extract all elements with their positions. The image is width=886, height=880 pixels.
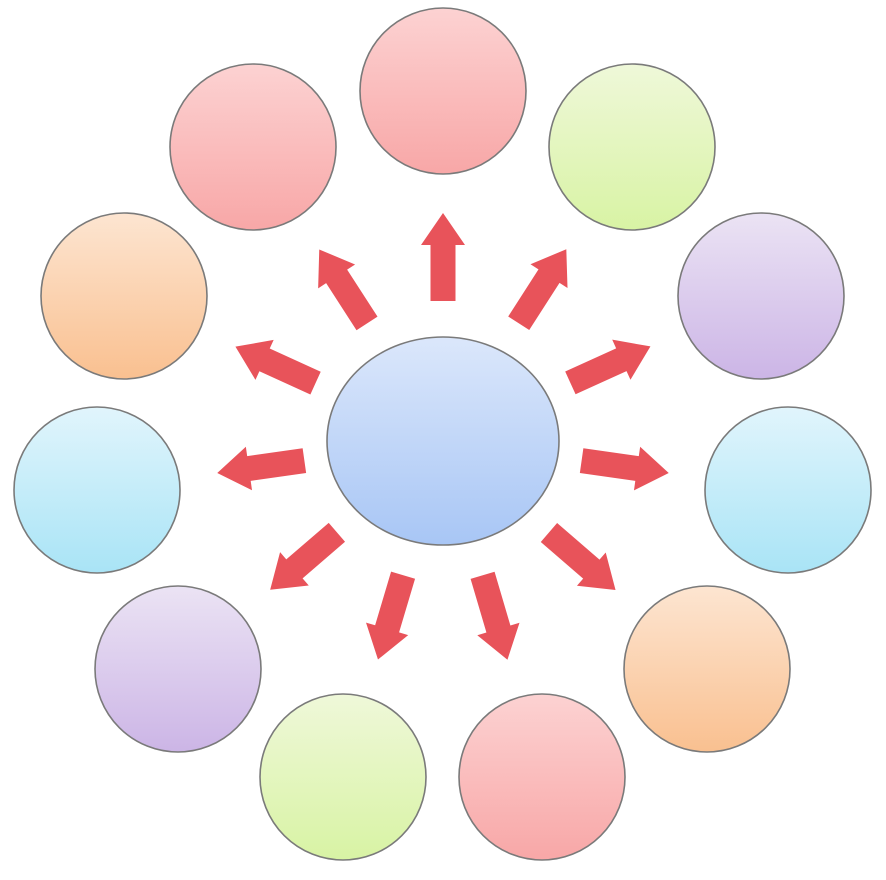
center-hub — [326, 336, 560, 546]
arrow-10 — [235, 339, 321, 395]
node-circle-8 — [94, 585, 262, 753]
center-circle — [326, 336, 560, 546]
arrow-3 — [565, 339, 651, 395]
arrow-11 — [318, 249, 378, 331]
arrow-5 — [540, 523, 616, 591]
node-circle-11 — [169, 63, 337, 231]
node-circle-3 — [677, 212, 845, 380]
arrow-9 — [217, 446, 307, 491]
node-circle-2 — [548, 63, 716, 231]
arrow-4 — [579, 446, 669, 491]
node-circle-5 — [623, 585, 791, 753]
arrow-6 — [470, 571, 520, 660]
arrow-7 — [366, 571, 416, 660]
arrow-2 — [508, 249, 568, 331]
arrow-8 — [270, 522, 346, 590]
node-circle-1 — [359, 7, 527, 175]
arrow-group — [217, 213, 669, 660]
node-group — [13, 7, 872, 861]
node-circle-6 — [458, 693, 626, 861]
node-circle-4 — [704, 406, 872, 574]
arrow-1 — [421, 213, 465, 301]
node-circle-10 — [40, 212, 208, 380]
node-circle-7 — [259, 693, 427, 861]
node-circle-9 — [13, 406, 181, 574]
